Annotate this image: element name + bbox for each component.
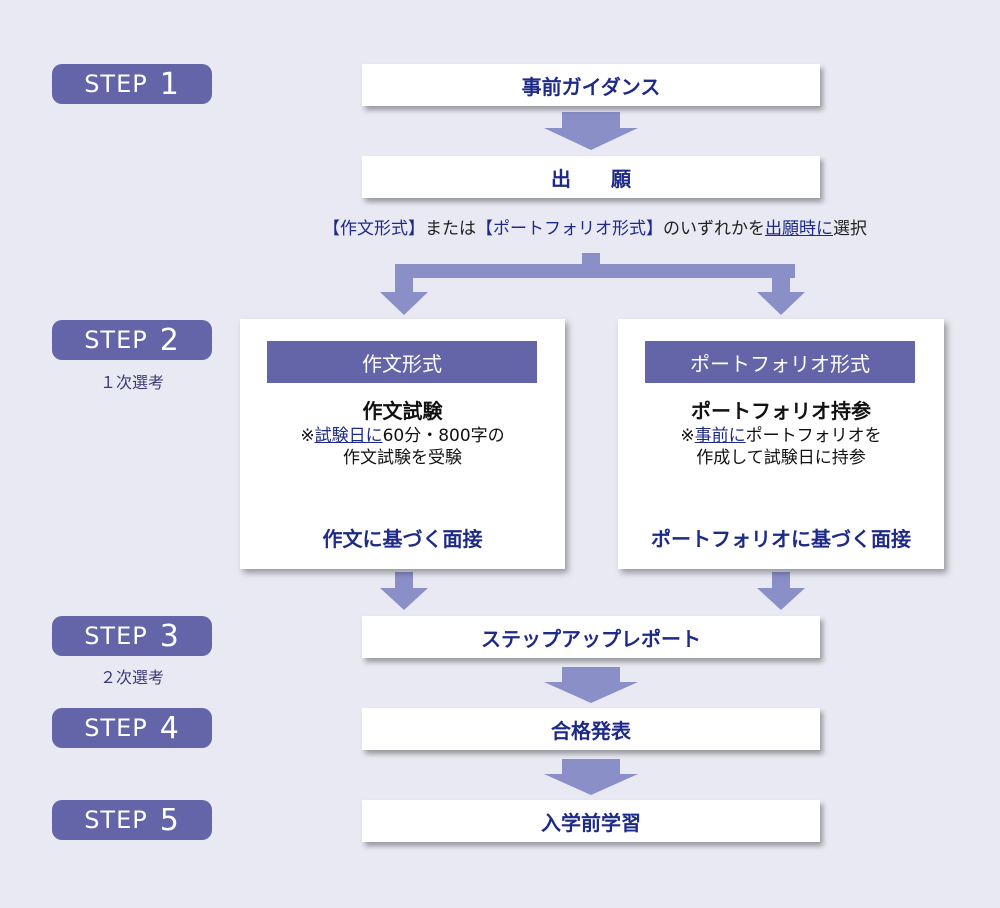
step-3-badge: STEP 3: [52, 616, 212, 656]
note-select: 選択: [833, 219, 867, 239]
portfolio-panel: ポートフォリオ形式 ポートフォリオ持参 ※事前にポートフォリオを 作成して試験日…: [618, 319, 944, 569]
step-label: STEP: [84, 714, 148, 742]
arrow-portfolio-out: [757, 572, 805, 610]
note-or: または: [425, 219, 476, 239]
essay-panel-result: 作文に基づく面接: [322, 527, 483, 551]
portfolio-panel-header: ポートフォリオ形式: [645, 341, 915, 383]
portfolio-panel-title: ポートフォリオ持参: [691, 399, 871, 423]
arrow-split-left: [380, 278, 428, 315]
arrow-down-3: [544, 667, 638, 703]
step-number: 3: [159, 618, 180, 654]
essay-panel-header: 作文形式: [267, 341, 537, 383]
note-mark: ※: [680, 426, 695, 446]
step-1-badge: STEP 1: [52, 64, 212, 104]
step-number: 2: [159, 322, 180, 358]
step-2-badge: STEP 2: [52, 320, 212, 360]
application-box: 出 願: [362, 156, 820, 198]
step-number: 5: [159, 802, 180, 838]
note-at-application: 出願時に: [765, 219, 833, 239]
step-label: STEP: [84, 326, 148, 354]
arrow-essay-out: [380, 572, 428, 610]
step-5-badge: STEP 5: [52, 800, 212, 840]
essay-panel: 作文形式 作文試験 ※試験日に60分・800字の 作文試験を受験 作文に基づく面…: [240, 319, 565, 569]
essay-desc-rest: 60分・800字の: [382, 426, 505, 446]
step-label: STEP: [84, 70, 148, 98]
step-number: 4: [159, 710, 180, 746]
prelearning-box: 入学前学習: [362, 800, 820, 842]
split-bar: [395, 264, 795, 278]
arrow-split-right: [757, 278, 805, 315]
step-3-subtitle: ２次選考: [99, 668, 164, 687]
essay-desc-line2: 作文試験を受験: [343, 448, 462, 468]
portfolio-panel-description: ※事前にポートフォリオを 作成して試験日に持参: [618, 425, 944, 469]
note-essay-format: 【作文形式】: [323, 219, 425, 239]
portfolio-desc-underlined: 事前に: [694, 426, 746, 446]
step-label: STEP: [84, 806, 148, 834]
essay-panel-title: 作文試験: [362, 399, 443, 423]
step-2-subtitle: １次選考: [99, 373, 164, 392]
note-either: のいずれかを: [663, 219, 765, 239]
arrow-down-1: [544, 112, 638, 150]
step-4-badge: STEP 4: [52, 708, 212, 748]
essay-desc-underlined: 試験日に: [314, 426, 383, 446]
result-box: 合格発表: [362, 708, 820, 750]
step-label: STEP: [84, 622, 148, 650]
note-portfolio-format: 【ポートフォリオ形式】: [476, 219, 663, 239]
portfolio-panel-result: ポートフォリオに基づく面接: [651, 527, 911, 551]
arrow-down-4: [544, 759, 638, 795]
note-mark: ※: [300, 426, 315, 446]
guidance-box: 事前ガイダンス: [362, 64, 820, 106]
portfolio-desc-line2: 作成して試験日に持参: [696, 448, 866, 468]
report-box: ステップアップレポート: [362, 616, 820, 658]
essay-panel-description: ※試験日に60分・800字の 作文試験を受験: [240, 425, 565, 469]
portfolio-desc-rest: ポートフォリオを: [745, 426, 882, 446]
step-number: 1: [159, 66, 180, 102]
selection-note: 【作文形式】または【ポートフォリオ形式】のいずれかを出願時に選択: [240, 214, 950, 239]
